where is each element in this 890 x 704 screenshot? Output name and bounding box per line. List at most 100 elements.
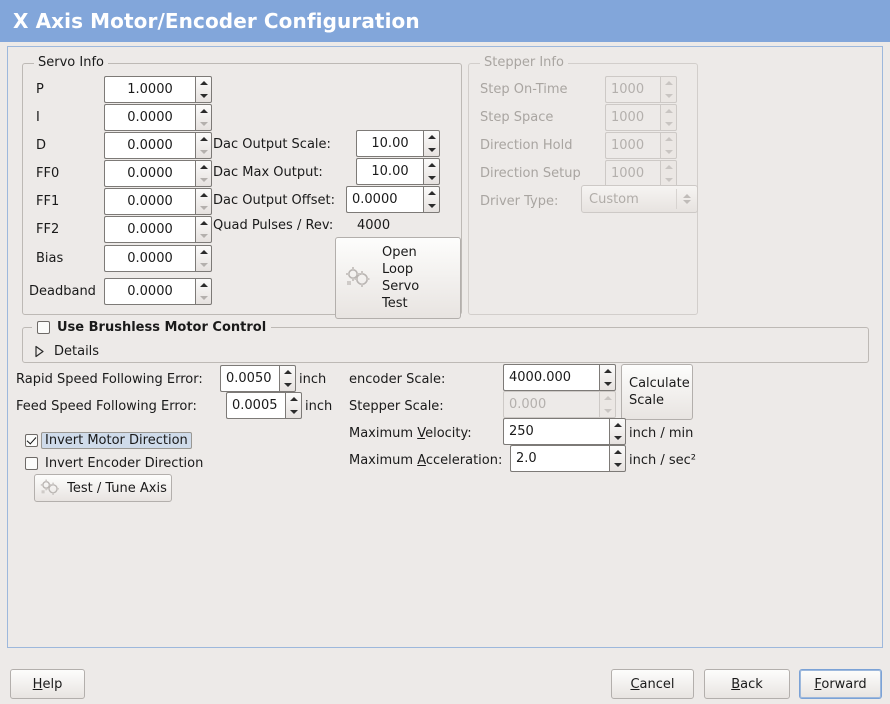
back-button[interactable]: Back: [704, 669, 790, 699]
encoder-scale-spin[interactable]: 4000.000: [503, 364, 616, 391]
servo-spin-buttons-bias[interactable]: [195, 245, 212, 272]
spin-down-icon[interactable]: [196, 292, 211, 305]
spin-down-icon[interactable]: [286, 406, 301, 419]
spin-down-icon[interactable]: [610, 459, 625, 472]
servo-spin-ff0[interactable]: 0.0000: [104, 160, 212, 187]
servo-spin-buttons-i[interactable]: [195, 104, 212, 131]
open-loop-line-1: Open: [382, 245, 417, 260]
rapid-speed-following-error-spin[interactable]: 0.0050: [220, 365, 296, 392]
rapid-speed-following-error-input[interactable]: 0.0050: [220, 365, 279, 392]
spin-down-icon[interactable]: [196, 90, 211, 103]
spin-up-icon[interactable]: [196, 217, 211, 230]
forward-button[interactable]: Forward: [799, 669, 882, 699]
checkbox-box[interactable]: [25, 456, 38, 470]
spin-down-icon[interactable]: [424, 144, 439, 157]
spin-down-icon[interactable]: [600, 378, 615, 391]
dac-output-scale-input[interactable]: 10.00: [356, 130, 423, 157]
servo-input-ff2[interactable]: 0.0000: [104, 216, 195, 243]
servo-input-bias[interactable]: 0.0000: [104, 245, 195, 272]
servo-spin-d[interactable]: 0.0000: [104, 132, 212, 159]
dac-output-offset-spin[interactable]: 0.0000: [346, 186, 440, 213]
spin-up-icon[interactable]: [424, 159, 439, 172]
spin-up-icon[interactable]: [196, 189, 211, 202]
spin-down-icon[interactable]: [196, 259, 211, 272]
dac-max-output-spin[interactable]: 10.00: [356, 158, 440, 185]
servo-input-i[interactable]: 0.0000: [104, 104, 195, 131]
help-button[interactable]: Help: [10, 669, 85, 699]
spin-up-icon[interactable]: [196, 161, 211, 174]
maximum-acceleration-spin[interactable]: 2.0: [510, 445, 626, 472]
dac-output-offset-spin-buttons[interactable]: [423, 186, 440, 213]
spin-up-icon[interactable]: [424, 131, 439, 144]
spin-up-icon[interactable]: [610, 446, 625, 459]
maximum-acceleration-spin-buttons[interactable]: [609, 445, 626, 472]
servo-input-p[interactable]: 1.0000: [104, 76, 195, 103]
open-loop-servo-test-button[interactable]: Open Loop Servo Test: [335, 237, 461, 319]
rapid-spin-buttons[interactable]: [279, 365, 296, 392]
spin-down-icon[interactable]: [196, 230, 211, 243]
spin-up-icon[interactable]: [280, 366, 295, 379]
calculate-scale-button[interactable]: Calculate Scale: [621, 364, 693, 420]
spin-up-icon[interactable]: [196, 77, 211, 90]
servo-input-ff0[interactable]: 0.0000: [104, 160, 195, 187]
dac-max-output-input[interactable]: 10.00: [356, 158, 423, 185]
chevron-right-icon[interactable]: [34, 345, 45, 358]
feed-spin-buttons[interactable]: [285, 392, 302, 419]
maximum-velocity-spin-buttons[interactable]: [609, 418, 626, 445]
checkbox-box[interactable]: [37, 320, 50, 334]
dac-output-offset-input[interactable]: 0.0000: [346, 186, 423, 213]
feed-speed-following-error-spin[interactable]: 0.0005: [226, 392, 302, 419]
servo-spin-i[interactable]: 0.0000: [104, 104, 212, 131]
spin-down-icon[interactable]: [280, 379, 295, 392]
spin-up-icon[interactable]: [424, 187, 439, 200]
spin-down-icon[interactable]: [196, 202, 211, 215]
spin-down-icon[interactable]: [424, 200, 439, 213]
servo-spin-buttons-p[interactable]: [195, 76, 212, 103]
checkbox-box[interactable]: [25, 433, 38, 447]
spin-down-icon[interactable]: [610, 432, 625, 445]
servo-spin-buttons-deadband[interactable]: [195, 278, 212, 305]
dac-max-output-spin-buttons[interactable]: [423, 158, 440, 185]
servo-input-deadband[interactable]: 0.0000: [104, 278, 195, 305]
servo-spin-deadband[interactable]: 0.0000: [104, 278, 212, 305]
invert-encoder-direction-checkbox[interactable]: Invert Encoder Direction: [25, 454, 203, 472]
spin-down-icon[interactable]: [196, 146, 211, 159]
feed-speed-following-error-input[interactable]: 0.0005: [226, 392, 285, 419]
maximum-acceleration-input[interactable]: 2.0: [510, 445, 609, 472]
spin-up-icon[interactable]: [196, 133, 211, 146]
servo-spin-buttons-d[interactable]: [195, 132, 212, 159]
spin-up-icon[interactable]: [600, 365, 615, 378]
test-tune-axis-button[interactable]: Test / Tune Axis: [34, 474, 172, 502]
maximum-velocity-spin[interactable]: 250: [503, 418, 626, 445]
servo-input-ff1[interactable]: 0.0000: [104, 188, 195, 215]
spin-down-icon[interactable]: [424, 172, 439, 185]
spin-up-icon[interactable]: [196, 246, 211, 259]
encoder-scale-input[interactable]: 4000.000: [503, 364, 599, 391]
step-space-label: Step Space: [480, 110, 554, 125]
spin-down-icon[interactable]: [196, 118, 211, 131]
dac-output-scale-spin-buttons[interactable]: [423, 130, 440, 157]
spin-up-icon[interactable]: [610, 419, 625, 432]
quad-pulses-value: 4000: [357, 218, 391, 233]
servo-spin-p[interactable]: 1.0000: [104, 76, 212, 103]
invert-motor-direction-label: Invert Motor Direction: [41, 431, 192, 449]
servo-label-i: I: [36, 110, 40, 125]
cancel-button[interactable]: Cancel: [611, 669, 694, 699]
servo-spin-ff1[interactable]: 0.0000: [104, 188, 212, 215]
servo-spin-bias[interactable]: 0.0000: [104, 245, 212, 272]
maximum-velocity-input[interactable]: 250: [503, 418, 609, 445]
details-expander[interactable]: Details: [34, 342, 99, 360]
servo-spin-buttons-ff1[interactable]: [195, 188, 212, 215]
spin-up-icon[interactable]: [196, 105, 211, 118]
servo-spin-ff2[interactable]: 0.0000: [104, 216, 212, 243]
spin-down-icon[interactable]: [196, 174, 211, 187]
spin-up-icon[interactable]: [286, 393, 301, 406]
servo-spin-buttons-ff2[interactable]: [195, 216, 212, 243]
spin-up-icon[interactable]: [196, 279, 211, 292]
encoder-scale-spin-buttons[interactable]: [599, 364, 616, 391]
dac-output-scale-spin[interactable]: 10.00: [356, 130, 440, 157]
use-brushless-motor-control-checkbox[interactable]: Use Brushless Motor Control: [32, 319, 272, 335]
servo-input-d[interactable]: 0.0000: [104, 132, 195, 159]
servo-spin-buttons-ff0[interactable]: [195, 160, 212, 187]
invert-motor-direction-checkbox[interactable]: Invert Motor Direction: [25, 431, 192, 449]
